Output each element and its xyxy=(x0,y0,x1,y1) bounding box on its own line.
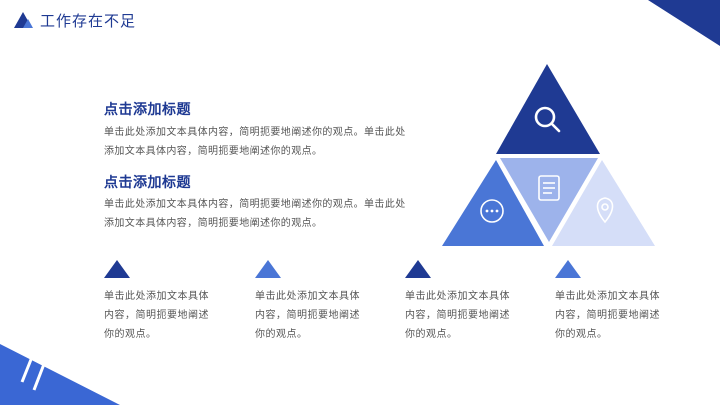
column-1-text: 单击此处添加文本具体内容，简明扼要地阐述你的观点。 xyxy=(104,291,209,340)
block-2-body: 单击此处添加文本具体内容，简明扼要地阐述你的观点。单击此处添加文本具体内容，简明… xyxy=(104,199,406,229)
triangle-bottom-right xyxy=(552,160,655,246)
block-2-heading: 点击添加标题 xyxy=(104,175,191,191)
column-1-triangle-icon xyxy=(104,260,130,278)
column-3-text: 单击此处添加文本具体内容，简明扼要地阐述你的观点。 xyxy=(405,291,510,340)
block-1-heading: 点击添加标题 xyxy=(104,102,191,118)
search-icon xyxy=(534,106,561,133)
more-icon xyxy=(480,199,504,223)
document-icon xyxy=(538,175,560,201)
column-2-text: 单击此处添加文本具体内容，简明扼要地阐述你的观点。 xyxy=(255,291,360,340)
column-3-triangle-icon xyxy=(405,260,431,278)
page-title: 工作存在不足 xyxy=(40,12,137,30)
logo-triangles-icon xyxy=(14,12,33,28)
column-4-text: 单击此处添加文本具体内容，简明扼要地阐述你的观点。 xyxy=(555,291,660,340)
triangle-diagram xyxy=(442,64,655,246)
column-4-triangle-icon xyxy=(555,260,581,278)
triangle-bottom-left xyxy=(442,160,544,246)
block-1-body: 单击此处添加文本具体内容，简明扼要地阐述你的观点。单击此处添加文本具体内容，简明… xyxy=(104,127,406,157)
location-pin-icon xyxy=(596,197,614,224)
column-2-triangle-icon xyxy=(255,260,281,278)
